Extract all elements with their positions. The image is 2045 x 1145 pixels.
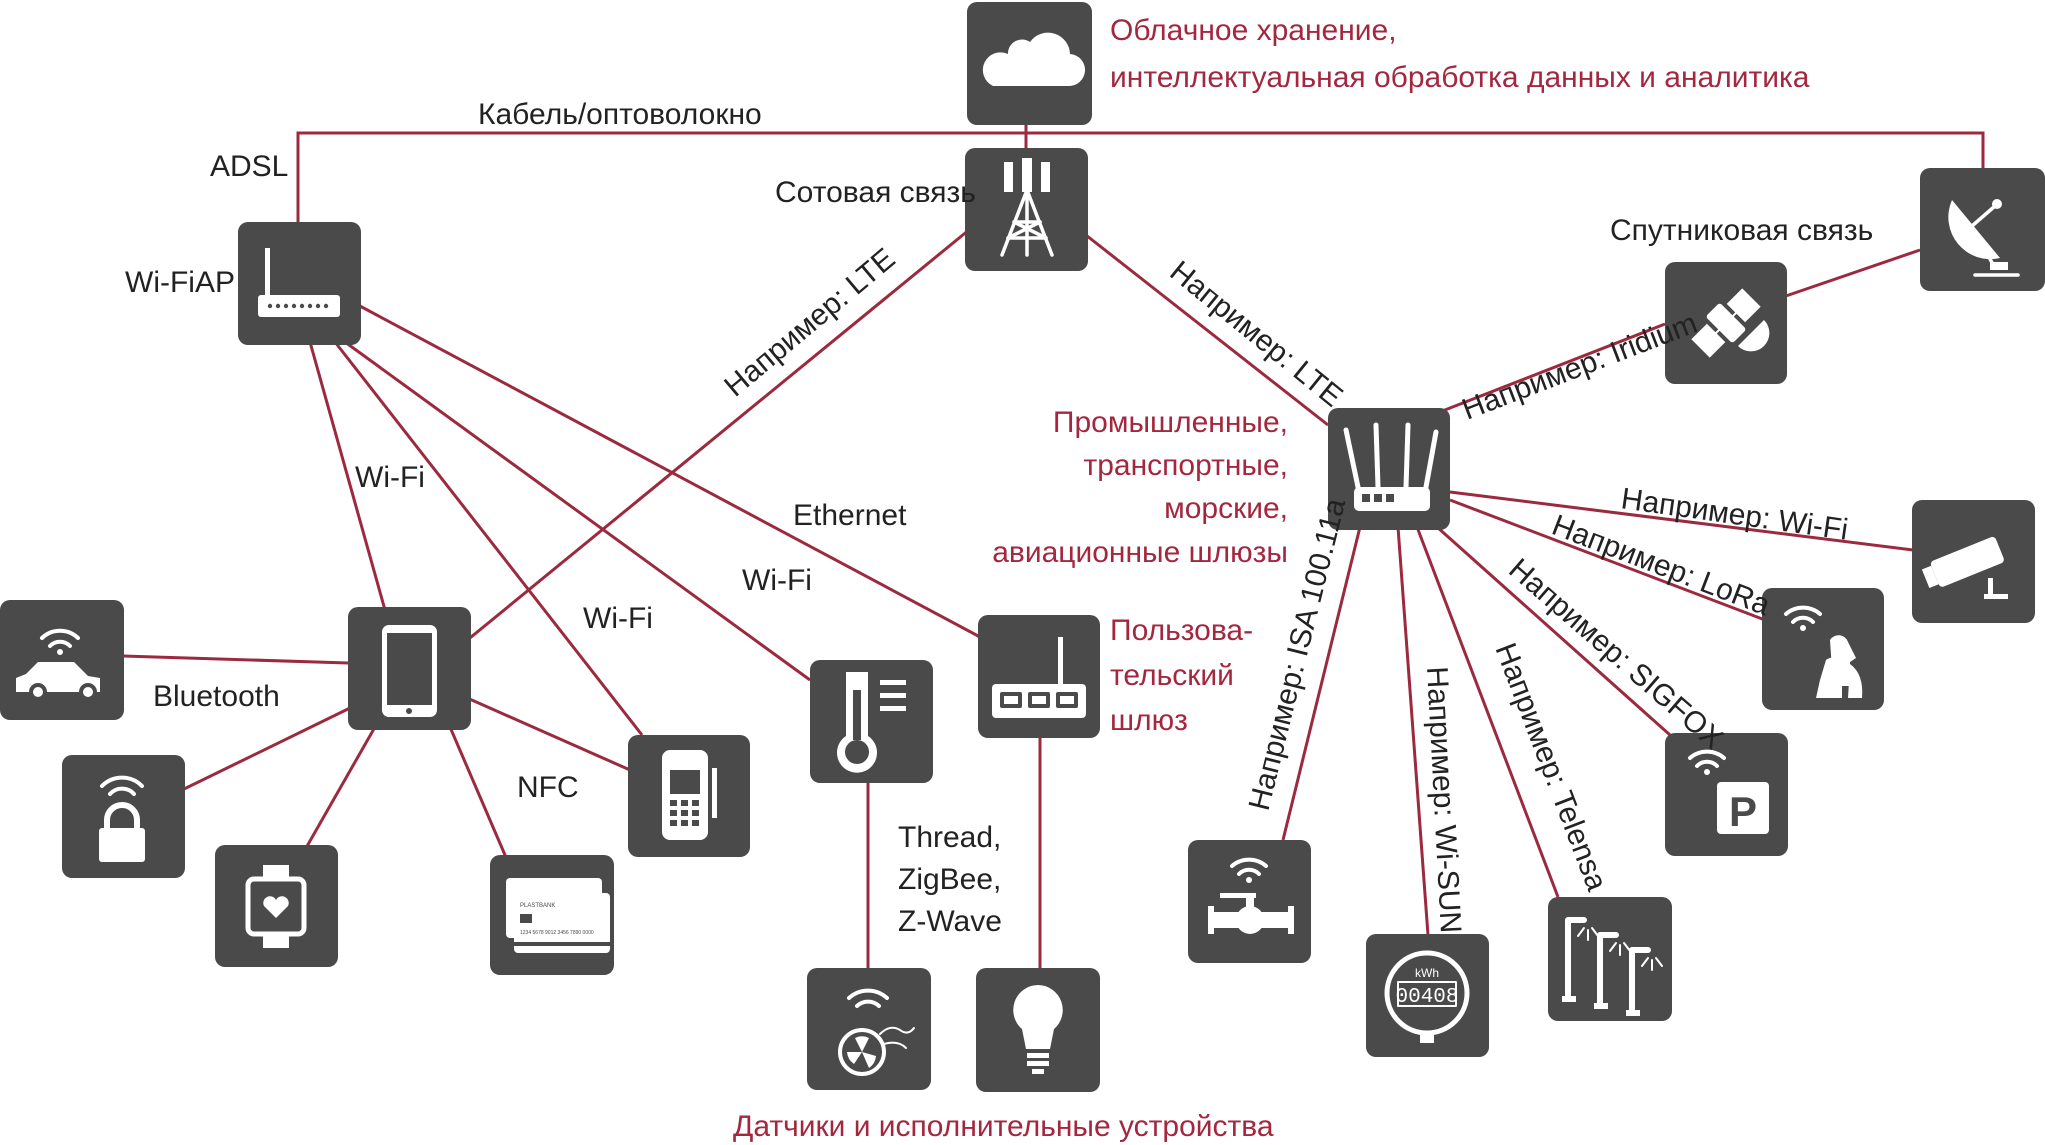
user-gateway-icon <box>978 615 1100 738</box>
meter-unit-text: kWh <box>1415 966 1439 980</box>
lte-left-label: Например: LTE <box>718 242 901 403</box>
bluetooth-label: Bluetooth <box>153 680 280 713</box>
gateways-label-line3: морские, <box>1164 492 1288 525</box>
pos-terminal-icon <box>628 735 750 857</box>
cloud-label-line2: интеллектуальная обработка данных и анал… <box>1110 61 1810 94</box>
wifiap-label: Wi-FiAP <box>125 266 235 299</box>
smartphone-icon <box>348 607 471 730</box>
lte-right-label: Например: LTE <box>1164 255 1349 414</box>
satellite-icon <box>1665 262 1787 384</box>
cellular-label: Сотовая связь <box>775 176 976 209</box>
bank-card-icon: PLASTBANK 1234 5678 9012 3456 7890 0000 <box>490 855 614 975</box>
nfc-label: NFC <box>517 771 579 804</box>
cable-label: Кабель/оптоволокно <box>478 98 762 131</box>
sensors-label: Датчики и исполнительные устройства <box>733 1110 1274 1143</box>
smart-valve-icon <box>1188 840 1311 963</box>
user-gateway-label-line1: Пользова- <box>1110 614 1253 647</box>
smartwatch-icon <box>215 845 338 967</box>
pet-tracker-icon <box>1762 588 1884 710</box>
electricity-meter-icon: kWh 00408 <box>1366 934 1489 1057</box>
thread-label-line3: Z-Wave <box>898 905 1002 938</box>
cloud-label-line1: Облачное хранение, <box>1110 14 1397 47</box>
adsl-label: ADSL <box>210 150 288 183</box>
connected-car-icon <box>0 600 124 720</box>
industrial-gateway-icon <box>1328 408 1450 530</box>
gateways-label-line1: Промышленные, <box>1053 406 1288 439</box>
user-gateway-label-line2: тельский <box>1110 659 1234 692</box>
thermometer-sensor-icon <box>810 660 933 783</box>
ex-wisun-label: Например: Wi-SUN <box>1420 666 1467 934</box>
user-gateway-label-line3: шлюз <box>1110 704 1188 737</box>
security-camera-icon <box>1912 500 2035 623</box>
satellite-dish-icon <box>1920 168 2045 291</box>
thread-label-line1: Thread, <box>898 821 1001 854</box>
gateways-label-line4: авиационные шлюзы <box>992 536 1288 569</box>
wifi-router-icon <box>238 222 361 345</box>
wifi-phone-label: Wi-Fi <box>355 461 425 494</box>
ex-wifi-label: Например: Wi-Fi <box>1619 482 1850 547</box>
street-lights-icon <box>1548 897 1672 1021</box>
wifi-sensor-label: Wi-Fi <box>742 564 812 597</box>
meter-value-text: 00408 <box>1395 986 1458 1009</box>
card-bank-text: PLASTBANK <box>520 903 555 909</box>
connection-lines <box>123 112 1985 970</box>
smart-parking-icon: P <box>1665 733 1788 856</box>
ethernet-label: Ethernet <box>793 499 907 532</box>
wifi-pos-label: Wi-Fi <box>583 602 653 635</box>
cell-tower-icon <box>965 148 1088 271</box>
card-number-text: 1234 5678 9012 3456 7890 0000 <box>520 930 594 936</box>
smoke-sensor-icon <box>807 968 931 1090</box>
cloud-icon <box>967 2 1092 125</box>
thread-label-line2: ZigBee, <box>898 863 1001 896</box>
gateways-label-line2: транспортные, <box>1083 449 1288 482</box>
satellite-label: Спутниковая связь <box>1610 214 1873 247</box>
smart-lock-icon <box>62 755 185 878</box>
parking-letter: P <box>1729 788 1757 835</box>
light-bulb-icon <box>976 968 1100 1092</box>
